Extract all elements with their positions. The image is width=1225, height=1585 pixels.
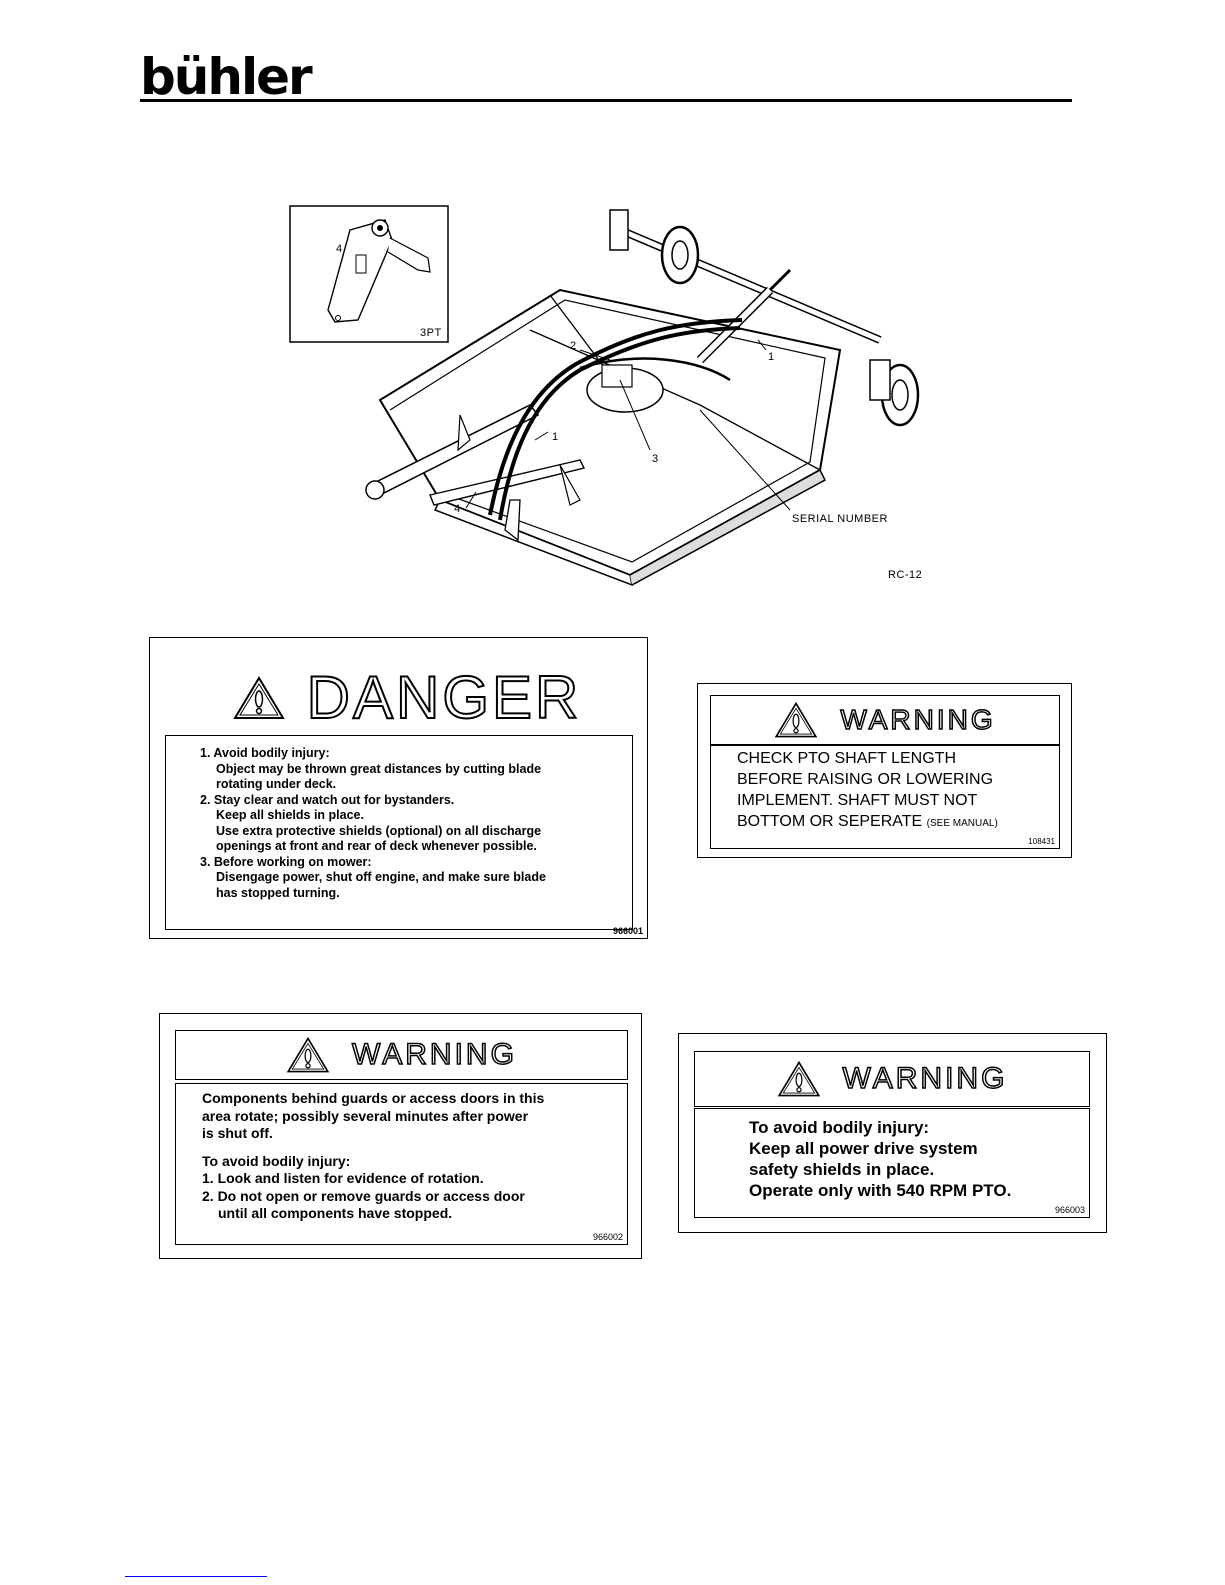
pto-message-panel: CHECK PTO SHAFT LENGTH BEFORE RAISING OR… xyxy=(710,745,1060,849)
danger-line-10: has stopped turning. xyxy=(216,885,340,900)
guards-warning-decal: WARNING Components behind guards or acce… xyxy=(159,1013,642,1259)
callout-1a: 1 xyxy=(768,351,775,363)
inset-box xyxy=(289,205,449,343)
pto-see-manual: (SEE MANUAL) xyxy=(926,818,998,829)
guards-line-7: until all components have stopped. xyxy=(218,1205,453,1221)
driveline-line-2: Keep all power drive system xyxy=(749,1139,978,1158)
callout-1b: 1 xyxy=(552,431,559,443)
pto-warning-signal-word: WARNING xyxy=(840,704,996,735)
brand-logo: bühler xyxy=(140,48,313,106)
guards-line-2: area rotate; possibly several minutes af… xyxy=(202,1107,529,1124)
danger-line-5: Keep all shields in place. xyxy=(216,808,364,822)
driveline-line-4: Operate only with 540 RPM PTO. xyxy=(749,1181,1012,1200)
driveline-warning-decal: WARNING To avoid bodily injury: Keep all… xyxy=(678,1033,1107,1233)
warning-triangle-icon xyxy=(775,701,818,738)
danger-line-1: 1. Avoid bodily injury: xyxy=(200,746,330,760)
danger-line-9: Disengage power, shut off engine, and ma… xyxy=(216,870,546,884)
guards-part-code: 966002 xyxy=(592,1232,623,1242)
danger-line-4: 2. Stay clear and watch out for bystande… xyxy=(200,792,455,807)
danger-line-6: Use extra protective shields (optional) … xyxy=(216,823,542,838)
danger-line-7: openings at front and rear of deck whene… xyxy=(216,839,537,853)
danger-signal-word: DANGER xyxy=(306,664,582,731)
guards-warning-signal-word: WARNING xyxy=(351,1038,517,1071)
driveline-line-3: safety shields in place. xyxy=(749,1160,935,1179)
warning-triangle-icon xyxy=(286,1036,330,1073)
guards-line-4: To avoid bodily injury: xyxy=(202,1152,351,1169)
warning-triangle-icon xyxy=(232,676,285,719)
inset-label: 3PT xyxy=(420,327,442,339)
callout-4: 4 xyxy=(454,503,461,515)
serial-number-label: SERIAL NUMBER xyxy=(792,513,888,525)
inset-callout: 4 xyxy=(336,243,343,255)
mower-deck xyxy=(378,288,842,577)
guards-warning-header: WARNING xyxy=(175,1030,628,1080)
figure-id: RC-12 xyxy=(888,569,922,581)
guards-line-5: 1. Look and listen for evidence of rotat… xyxy=(202,1170,484,1186)
pto-line-3: IMPLEMENT. SHAFT MUST NOT xyxy=(737,792,978,809)
danger-message-panel: 1. Avoid bodily injury: Object may be th… xyxy=(165,735,633,930)
warning-triangle-icon xyxy=(777,1060,820,1097)
guards-line-6: 2. Do not open or remove guards or acces… xyxy=(202,1187,525,1204)
guards-line-1: Components behind guards or access doors… xyxy=(202,1090,545,1106)
guards-line-3: is shut off. xyxy=(202,1125,273,1141)
pto-line-2: BEFORE RAISING OR LOWERING xyxy=(737,771,994,788)
pto-part-code: 108431 xyxy=(1028,837,1055,846)
footer-link-underline xyxy=(125,1576,267,1577)
callout-3: 3 xyxy=(652,453,659,465)
header-rule xyxy=(140,99,1072,102)
wheel-left xyxy=(660,225,700,285)
callout-2: 2 xyxy=(570,340,577,352)
pto-line-1: CHECK PTO SHAFT LENGTH xyxy=(737,750,956,767)
pto-line-4: BOTTOM OR SEPERATE xyxy=(737,813,923,830)
guards-message-panel: Components behind guards or access doors… xyxy=(175,1083,628,1245)
danger-decal: DANGER 1. Avoid bodily injury: Object ma… xyxy=(149,637,648,939)
danger-line-3: rotating under deck. xyxy=(216,777,337,791)
driveline-message-panel: To avoid bodily injury: Keep all power d… xyxy=(694,1108,1090,1218)
pto-warning-header: WARNING xyxy=(710,695,1060,745)
danger-line-8: 3. Before working on mower: xyxy=(200,854,372,869)
danger-line-2: Object may be thrown great distances by … xyxy=(216,761,542,776)
driveline-line-1: To avoid bodily injury: xyxy=(749,1118,930,1137)
danger-header: DANGER xyxy=(212,663,602,733)
driveline-warning-signal-word: WARNING xyxy=(842,1062,1008,1095)
driveline-part-code: 966003 xyxy=(1054,1205,1085,1215)
driveline-warning-header: WARNING xyxy=(694,1051,1090,1107)
mower-diagram: 4 3PT 1 2 3 1 4 SERIAL NUMBER RC-12 xyxy=(289,205,922,587)
danger-part-code: 966001 xyxy=(612,926,643,936)
pto-warning-decal: WARNING CHECK PTO SHAFT LENGTH BEFORE RA… xyxy=(697,683,1072,858)
